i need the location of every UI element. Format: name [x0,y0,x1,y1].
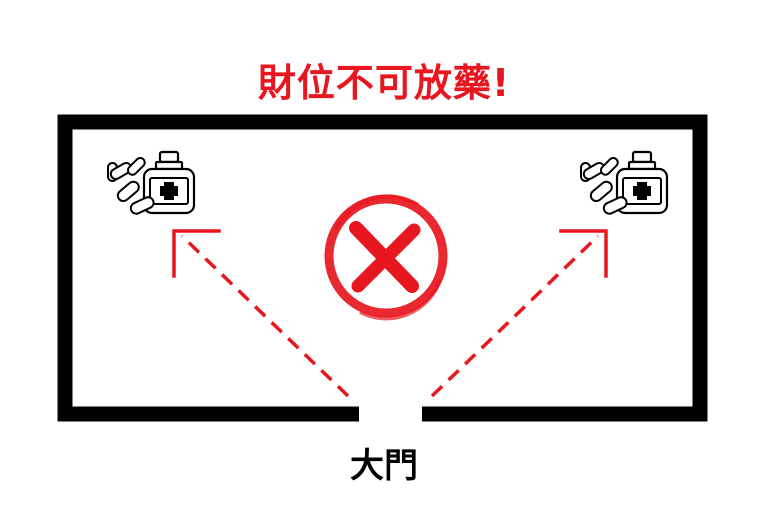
arrow-left [172,229,350,398]
forbidden-x-icon [324,194,448,321]
room-wall [57,114,708,422]
door-label: 大門 [350,446,418,486]
medicine-icon [107,150,196,215]
arrow-right [430,229,608,398]
page-title: 財位不可放藥! [257,61,511,105]
medicine-icon [580,150,669,215]
